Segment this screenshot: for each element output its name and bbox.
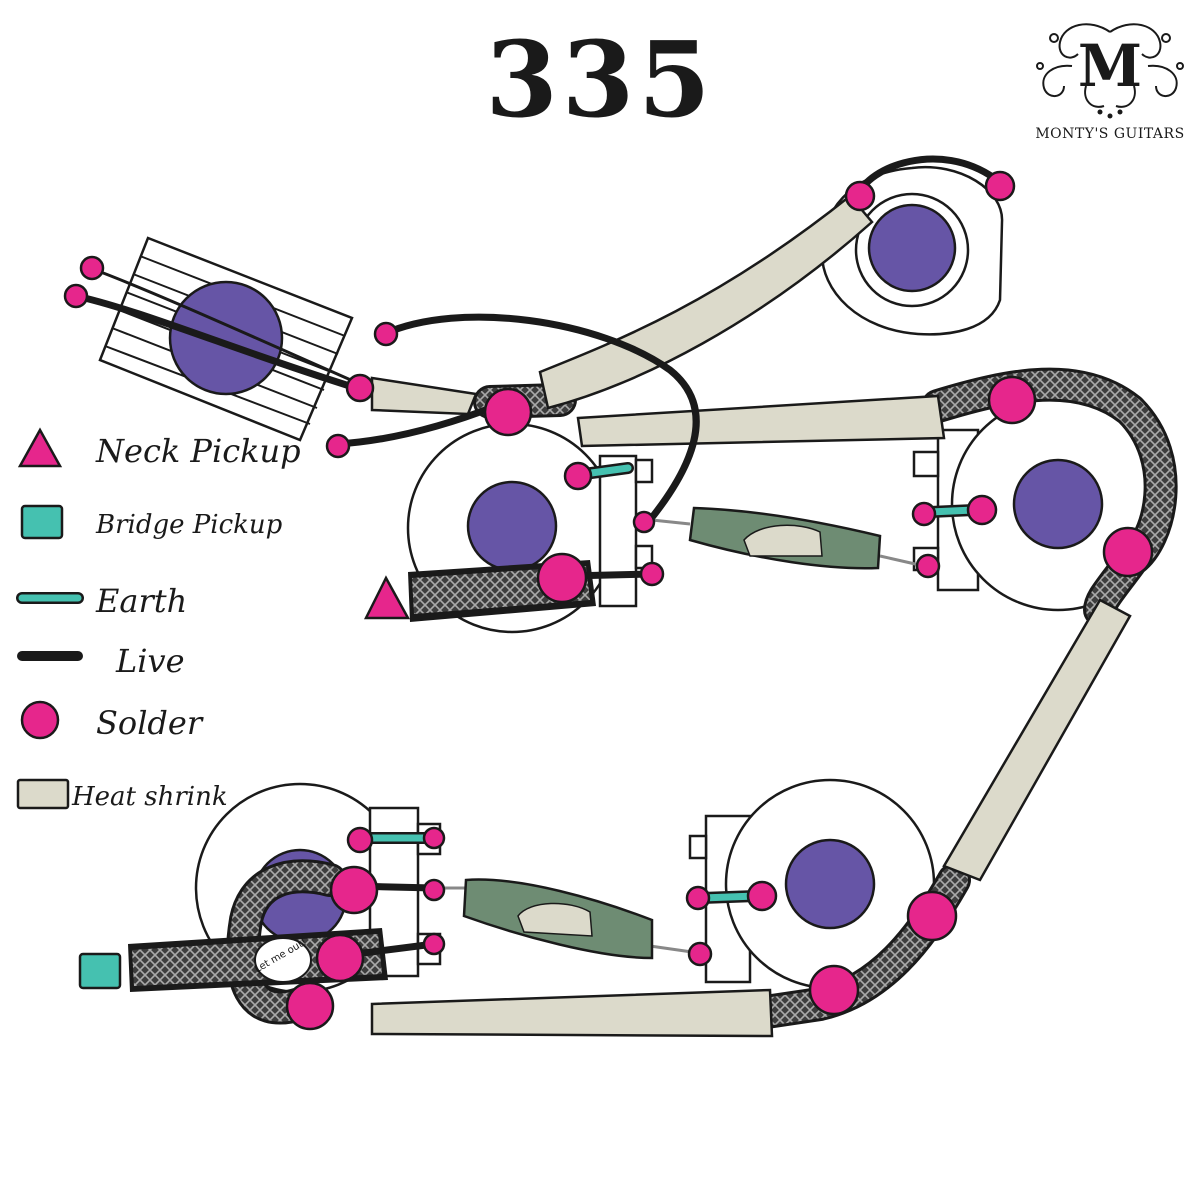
solder-dot-icon xyxy=(79,255,105,281)
square-icon xyxy=(20,504,64,540)
solder-dot-icon xyxy=(345,373,375,403)
solder-dot-icon xyxy=(346,826,374,854)
legend-label: Bridge Pickup xyxy=(96,510,283,540)
solder-dot-icon xyxy=(63,283,89,309)
solder-dot-icon xyxy=(536,552,588,604)
solder-dot-icon xyxy=(987,375,1037,425)
solder-dot-icon xyxy=(422,932,446,956)
neck-pickup-marker-icon xyxy=(363,575,411,620)
solder-dot-icon xyxy=(844,180,876,212)
solder-dot-icon xyxy=(984,170,1016,202)
solder-dot-icon xyxy=(315,933,365,983)
legend-item-earth: Earth xyxy=(14,574,274,620)
live-wire-icon xyxy=(17,651,83,661)
diagram-title: 335 xyxy=(485,18,715,141)
solder-dot-icon xyxy=(966,494,998,526)
solder-dot-icon xyxy=(20,700,60,740)
solder-dot-icon xyxy=(685,885,711,911)
brand-name: MONTY'S GUITARS xyxy=(1035,126,1185,142)
bridge-pickup-marker-icon xyxy=(78,952,122,990)
legend: Neck Pickup Bridge Pickup Earth Live xyxy=(14,424,301,824)
solder-dot-icon xyxy=(422,878,446,902)
solder-dot-icon xyxy=(746,880,778,912)
pot-shaft-icon xyxy=(466,480,558,572)
brand-logo-letter: M xyxy=(1078,32,1142,100)
tone-capacitor-top xyxy=(651,506,925,570)
legend-item-neck: Neck Pickup xyxy=(14,424,301,470)
legend-item-live: Live xyxy=(14,634,274,680)
solder-dot-icon xyxy=(285,981,335,1031)
legend-label: Solder xyxy=(96,704,203,742)
solder-dot-icon xyxy=(373,321,399,347)
solder-dot-icon xyxy=(563,461,593,491)
solder-dot-icon xyxy=(1102,526,1154,578)
solder-dot-icon xyxy=(422,826,446,850)
toggle-switch xyxy=(98,236,354,442)
solder-dot-icon xyxy=(687,941,713,967)
solder-dot-icon xyxy=(632,510,656,534)
legend-label: Earth xyxy=(96,582,188,620)
tone-capacitor-bottom xyxy=(436,878,693,960)
solder-dot-icon xyxy=(483,387,533,437)
pot-shaft-icon xyxy=(867,203,957,293)
legend-label: Heat shrink xyxy=(72,782,228,812)
pot-shaft-icon xyxy=(1012,458,1104,550)
legend-item-solder: Solder xyxy=(14,696,274,742)
solder-dot-icon xyxy=(325,433,351,459)
brand-logo: M MONTY'S GUITARS xyxy=(1030,14,1190,154)
heat-shrink-icon xyxy=(16,778,70,810)
legend-label: Neck Pickup xyxy=(96,432,301,470)
toggle-switch-body-icon xyxy=(168,280,284,396)
legend-label: Live xyxy=(116,642,185,680)
legend-item-bridge: Bridge Pickup xyxy=(14,498,282,544)
brand-ornament-icon: M xyxy=(1036,23,1184,119)
pot-shaft-icon xyxy=(784,838,876,930)
solder-dot-icon xyxy=(906,890,958,942)
legend-item-heatshrink: Heat shrink xyxy=(14,770,274,816)
solder-dot-icon xyxy=(911,501,937,527)
solder-dot-icon xyxy=(329,865,379,915)
solder-dot-icon xyxy=(808,964,860,1016)
earth-wire-icon xyxy=(16,592,84,604)
triangle-icon xyxy=(17,427,63,468)
solder-dot-icon xyxy=(915,553,941,579)
solder-dot-icon xyxy=(639,561,665,587)
heat-shrink-tubes xyxy=(370,194,1132,1038)
solder-points xyxy=(63,170,1154,1031)
